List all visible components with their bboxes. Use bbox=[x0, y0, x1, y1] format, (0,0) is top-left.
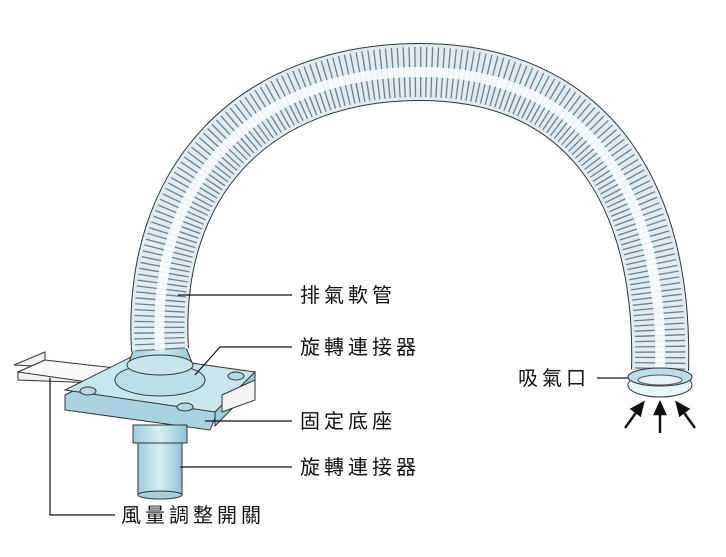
exhaust-hose bbox=[130, 42, 690, 371]
airflow-arrows-icon bbox=[623, 399, 697, 433]
leader-lines bbox=[49, 294, 628, 516]
label-swivel-connector-top: 旋轉連接器 bbox=[300, 335, 420, 359]
bottom-swivel-connector bbox=[132, 424, 188, 500]
label-exhaust-hose: 排氣軟管 bbox=[300, 283, 396, 307]
intake-port bbox=[627, 367, 693, 398]
label-airflow-switch: 風量調整開關 bbox=[121, 503, 265, 527]
label-swivel-connector-bottom: 旋轉連接器 bbox=[300, 455, 420, 479]
label-intake: 吸氣口 bbox=[518, 366, 590, 390]
fixed-base bbox=[63, 354, 257, 431]
label-fixed-base: 固定底座 bbox=[300, 409, 396, 433]
